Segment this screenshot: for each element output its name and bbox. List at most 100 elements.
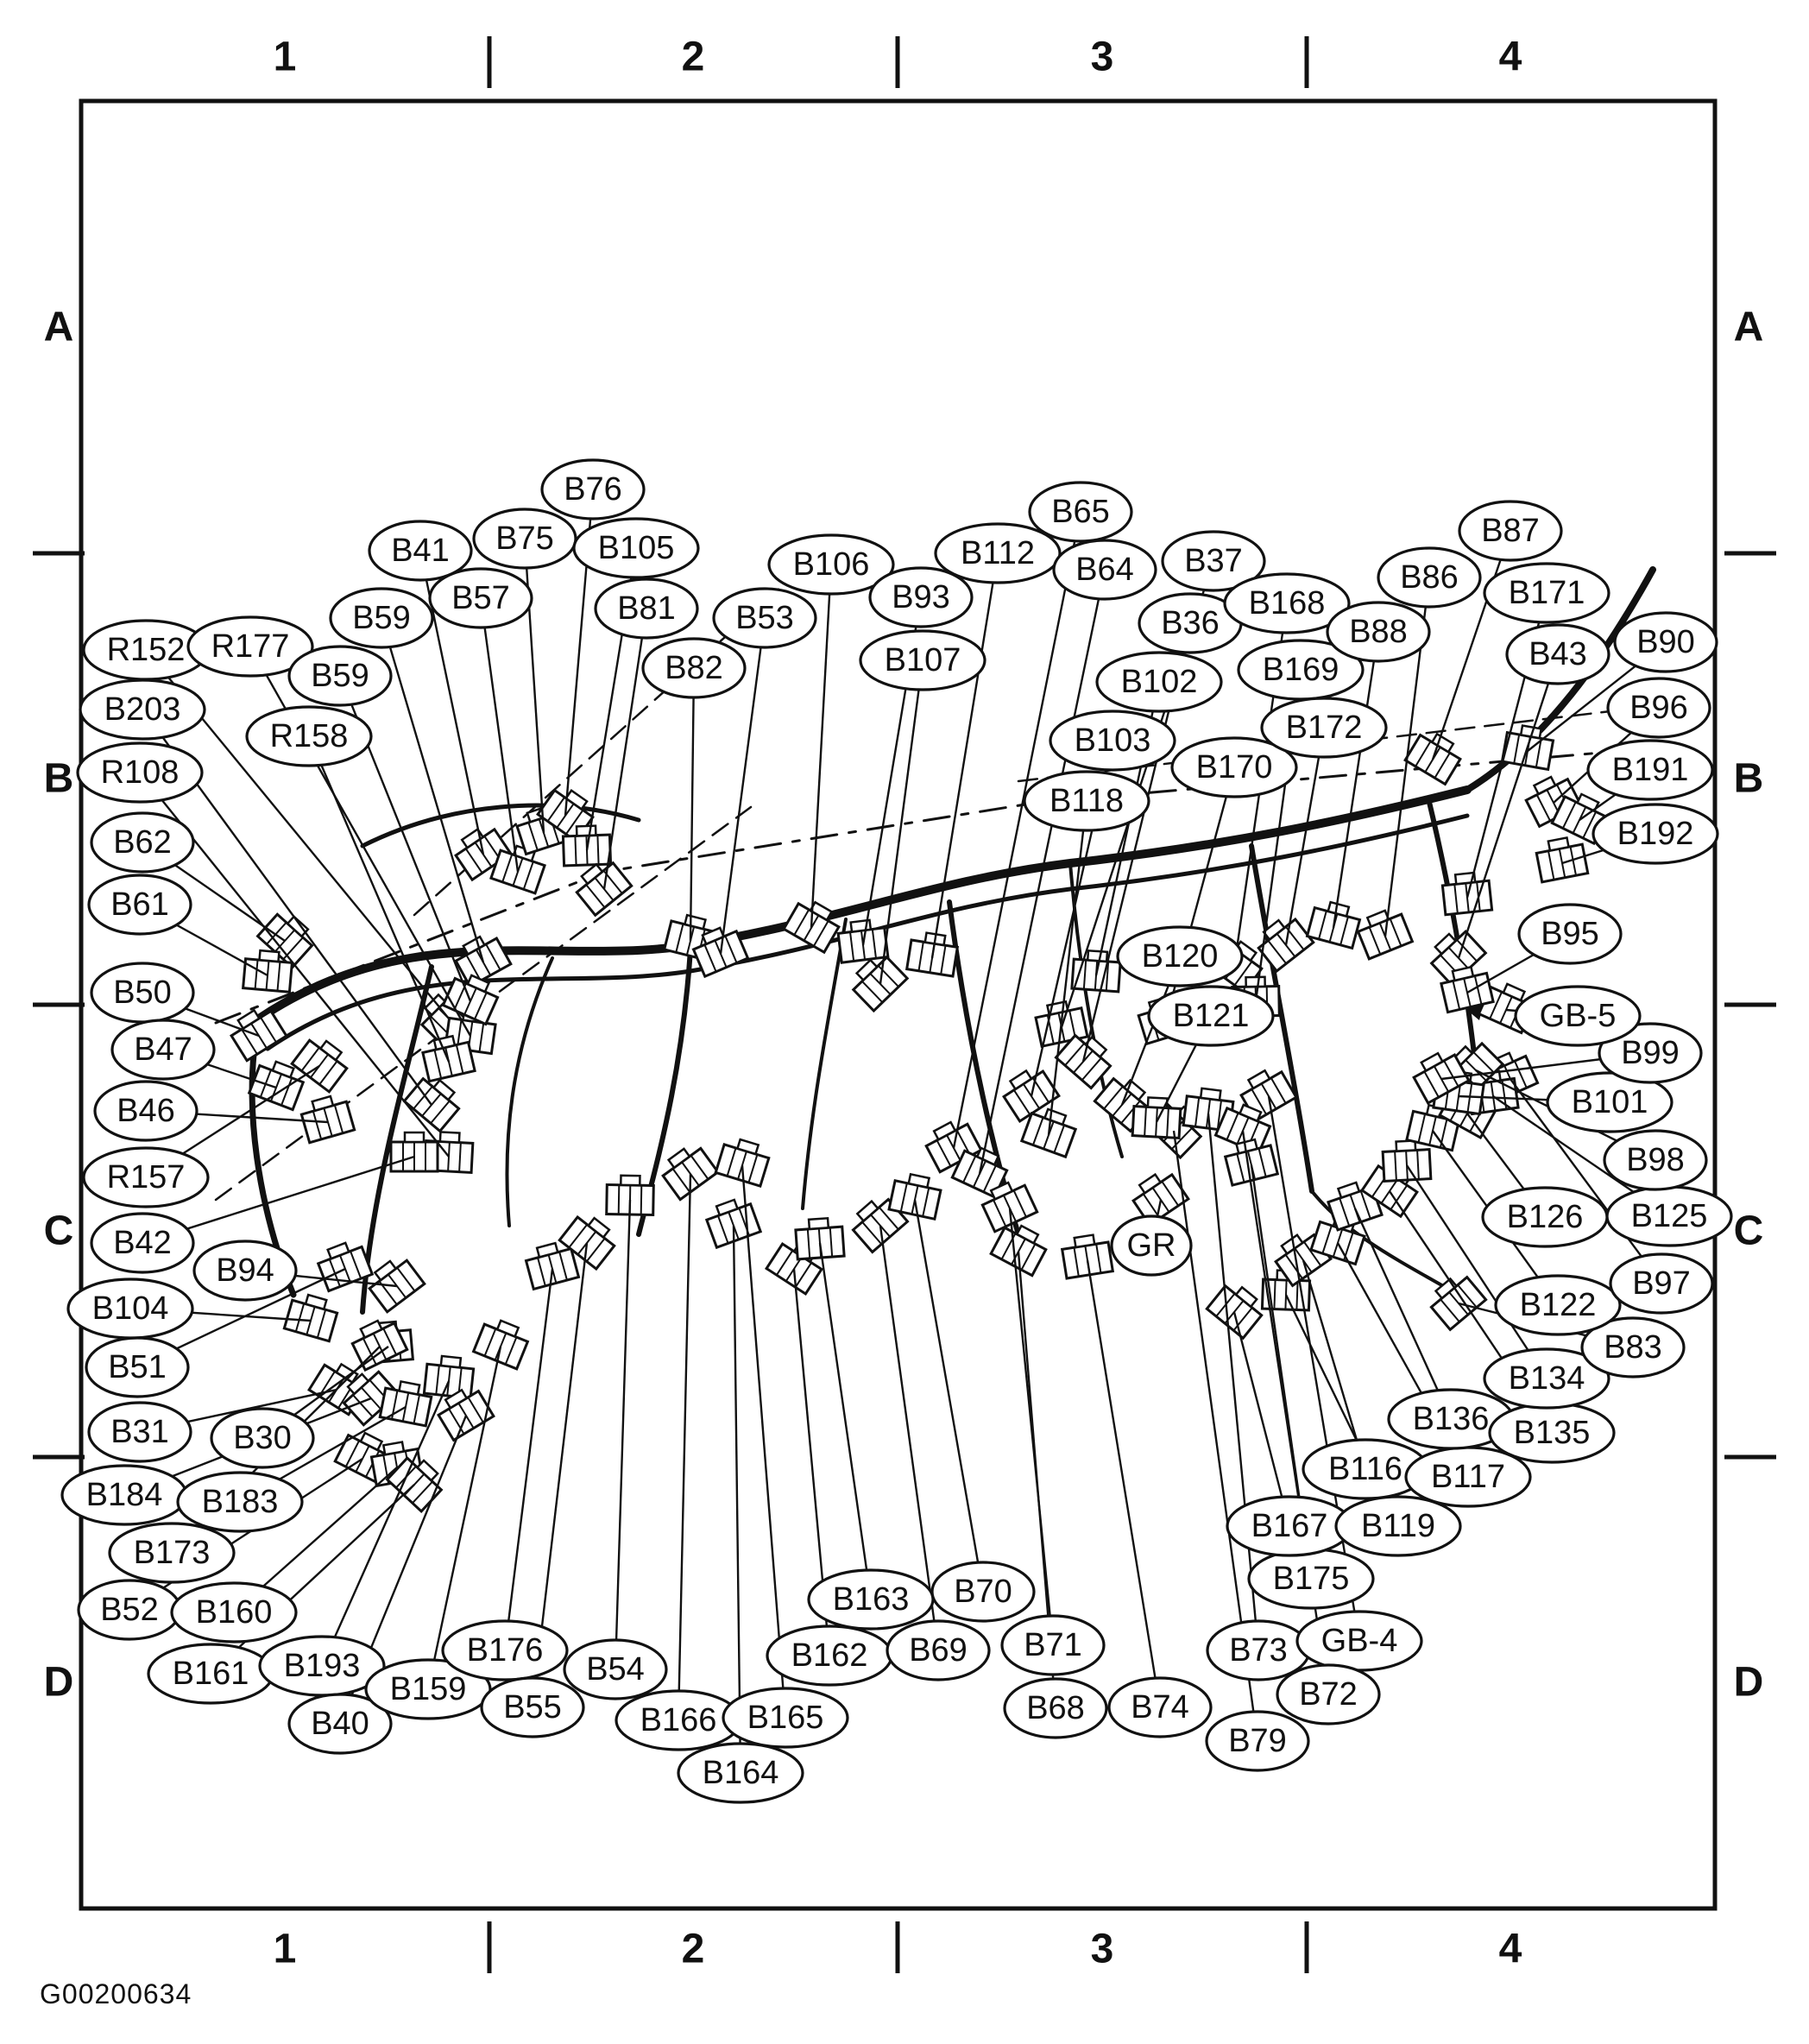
callout-b61 (87, 874, 192, 936)
callout-label-b83: B83 (1604, 1329, 1662, 1366)
connector-b46 (299, 1095, 356, 1145)
callout-label-b74: B74 (1131, 1689, 1189, 1725)
callout-b37 (1161, 530, 1266, 592)
callout-b103 (1049, 710, 1176, 772)
callout-label-b122: B122 (1520, 1287, 1597, 1323)
leader-line-b82 (689, 667, 696, 942)
callout-gr (1110, 1214, 1193, 1277)
callout-label-b87: B87 (1481, 513, 1540, 549)
leader-line-b166 (677, 1173, 692, 1721)
connector-b167 (1205, 1284, 1264, 1341)
connector-b104 (282, 1293, 339, 1343)
callout-label-b94: B94 (216, 1252, 274, 1289)
callout-label-b101: B101 (1572, 1084, 1648, 1120)
callout-label-b47: B47 (134, 1031, 192, 1068)
callout-label-gb-4: GB-4 (1321, 1623, 1398, 1659)
callout-b171 (1483, 562, 1610, 624)
callout-b160 (170, 1581, 298, 1643)
callout-label-b175: B175 (1273, 1561, 1350, 1597)
callout-label-b42: B42 (113, 1225, 172, 1261)
callout-label-b167: B167 (1251, 1508, 1328, 1544)
callout-label-b40: B40 (311, 1706, 369, 1742)
leader-line-b164 (732, 1225, 742, 1774)
callout-label-b171: B171 (1509, 575, 1585, 611)
leader-line-b193 (320, 1380, 451, 1667)
callout-b192 (1592, 803, 1719, 865)
callout-label-b161: B161 (173, 1656, 249, 1692)
leader-line-b165 (741, 1164, 787, 1719)
grid-row-label-left-D: D (44, 1660, 74, 1706)
callout-label-b30: B30 (233, 1420, 292, 1456)
callout-label-b172: B172 (1286, 710, 1363, 746)
callout-label-b97: B97 (1632, 1265, 1691, 1302)
callout-b41 (368, 520, 473, 582)
callout-b118 (1023, 770, 1150, 832)
callout-label-b184: B184 (86, 1477, 163, 1513)
callout-b59 (329, 587, 434, 649)
callout-label-b126: B126 (1507, 1199, 1584, 1235)
callout-b57 (428, 567, 533, 629)
callout-label-b76: B76 (564, 471, 622, 508)
callout-label-b107: B107 (885, 642, 961, 678)
callout-b76 (540, 458, 646, 520)
callout-label-b65: B65 (1051, 494, 1110, 530)
callout-label-b118: B118 (1049, 783, 1124, 819)
grid-ticks (33, 36, 1776, 1973)
connector-b164 (704, 1198, 763, 1250)
leader-line-b163 (818, 1242, 873, 1600)
callout-label-b68: B68 (1026, 1690, 1085, 1726)
grid-col-label-bottom-1: 1 (274, 1927, 297, 1972)
callout-b176 (441, 1619, 569, 1681)
leader-line-b136 (1353, 1208, 1453, 1420)
callout-label-b59: B59 (352, 600, 411, 636)
callout-label-b120: B120 (1142, 938, 1219, 975)
callout-b30 (210, 1407, 315, 1469)
callout-label-b55: B55 (503, 1689, 562, 1725)
callout-b42 (90, 1212, 195, 1274)
callout-label-b73: B73 (1229, 1632, 1288, 1669)
callout-label-b62: B62 (113, 824, 172, 861)
callout-label-b75: B75 (495, 520, 554, 557)
callout-label-b43: B43 (1529, 636, 1587, 672)
leader-line-b64 (978, 569, 1106, 1175)
callout-b88 (1326, 601, 1431, 663)
callout-label-b176: B176 (467, 1632, 544, 1669)
callout-label-gb-5: GB-5 (1540, 998, 1617, 1034)
callout-b43 (1505, 623, 1610, 685)
callout-b46 (93, 1080, 199, 1142)
callout-label-b191: B191 (1612, 752, 1689, 788)
connector-glyph-layer (230, 724, 1609, 1513)
callout-label-b117: B117 (1431, 1459, 1505, 1495)
grid-col-label-top-2: 2 (682, 35, 705, 80)
leader-line-b134 (1405, 1164, 1548, 1379)
callout-label-b193: B193 (284, 1648, 361, 1684)
leader-line-b59 (380, 617, 485, 963)
callout-b65 (1028, 481, 1133, 543)
callout-b59 (287, 645, 393, 707)
leader-line-b54 (614, 1199, 632, 1670)
callout-label-b192: B192 (1617, 816, 1694, 852)
callout-label-b88: B88 (1349, 614, 1408, 650)
callout-label-gr: GR (1127, 1227, 1176, 1264)
callout-label-b53: B53 (735, 600, 794, 636)
callout-label-b106: B106 (793, 546, 870, 583)
callout-r108 (76, 741, 204, 804)
callout-b79 (1205, 1710, 1310, 1772)
callout-b94 (192, 1240, 298, 1302)
connector-b163 (794, 1216, 846, 1261)
callout-label-b37: B37 (1184, 543, 1243, 579)
callout-b105 (572, 517, 700, 579)
callout-label-b166: B166 (640, 1702, 717, 1738)
callout-label-b93: B93 (892, 579, 950, 615)
grid-row-label-right-B: B (1734, 756, 1764, 802)
callout-label-b81: B81 (617, 590, 676, 627)
callout-label-r177: R177 (211, 628, 290, 665)
callout-label-b183: B183 (202, 1484, 279, 1520)
callout-label-b112: B112 (961, 535, 1035, 571)
callout-b93 (868, 566, 974, 628)
grid-col-label-bottom-3: 3 (1091, 1927, 1114, 1972)
callout-label-b160: B160 (196, 1594, 273, 1631)
callout-b120 (1116, 925, 1244, 987)
leader-line-b81 (602, 608, 648, 890)
